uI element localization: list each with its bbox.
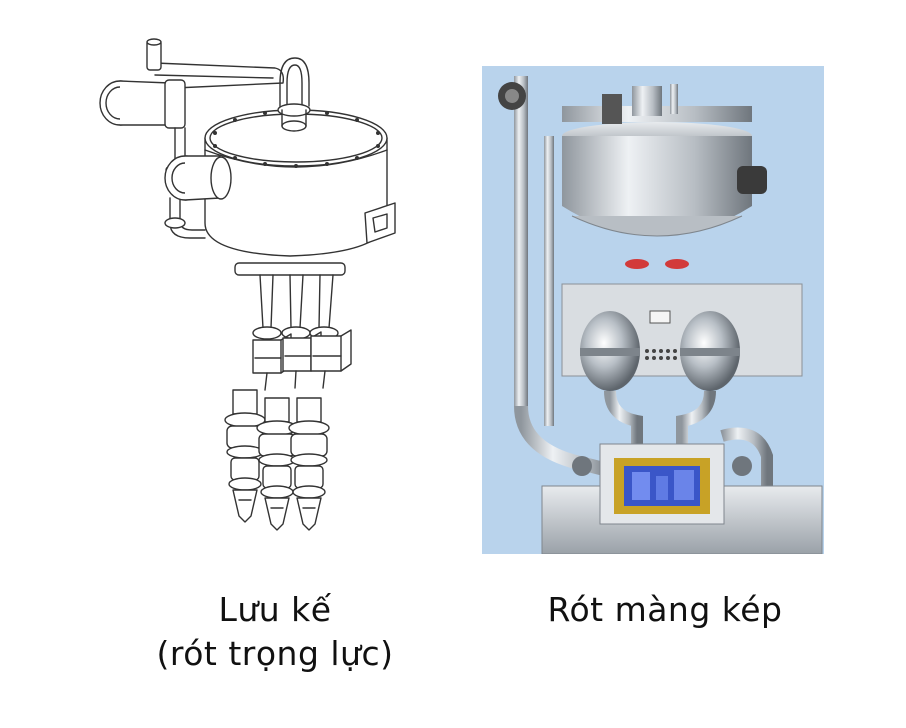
tank-render xyxy=(562,84,767,237)
caption-gravity-filler: Lưu kế (rót trọng lực) xyxy=(110,588,440,676)
lower-pipes xyxy=(604,390,773,486)
diaphragm-filler-render xyxy=(482,66,824,554)
gravity-filler-drawing xyxy=(99,38,396,531)
caption-gravity-line1: Lưu kế xyxy=(218,590,332,629)
display-housing xyxy=(541,443,823,554)
side-pipe xyxy=(498,76,614,478)
caption-diaphragm-filler: Rót màng kép xyxy=(500,588,830,632)
flanges xyxy=(625,259,689,269)
left-valves xyxy=(99,38,232,239)
diaphragm-globes xyxy=(580,271,740,391)
inlet-pipe xyxy=(154,57,311,132)
caption-gravity-line2: (rót trọng lực) xyxy=(156,634,394,673)
outlet-tubes xyxy=(234,262,346,340)
nozzles xyxy=(224,389,330,531)
actuators xyxy=(252,329,352,391)
caption-diaphragm-text: Rót màng kép xyxy=(547,590,783,629)
